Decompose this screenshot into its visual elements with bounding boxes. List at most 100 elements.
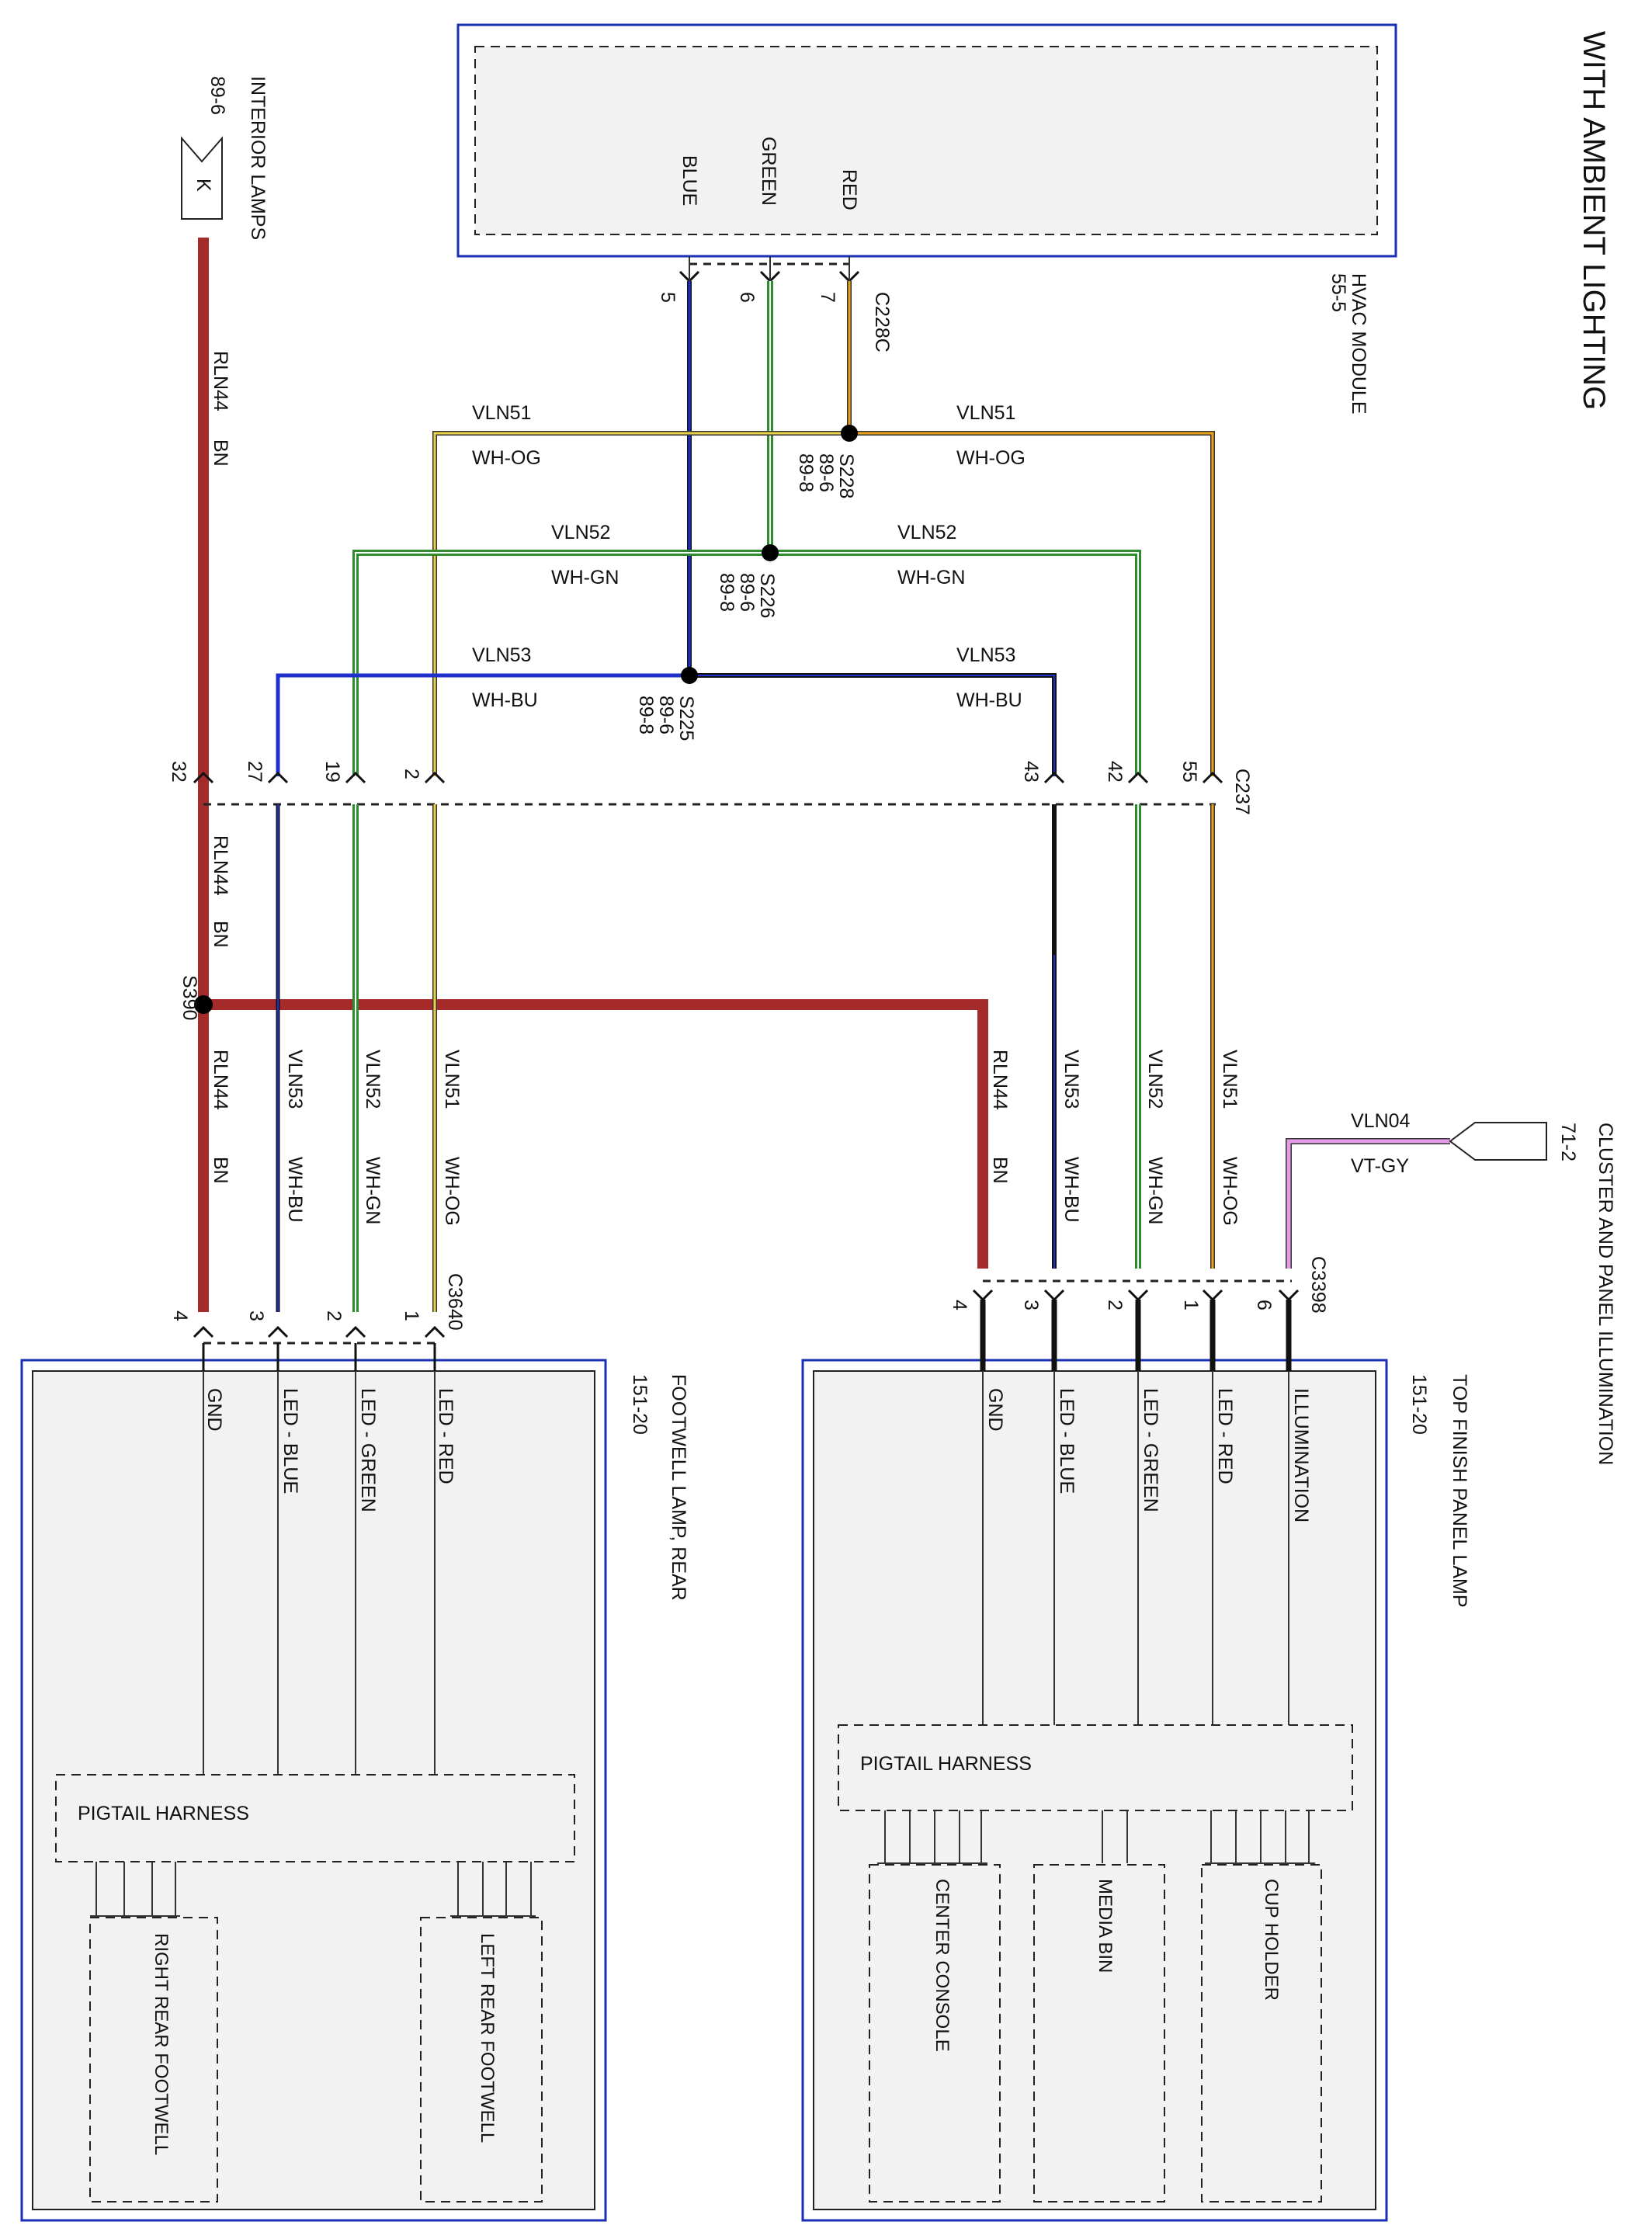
right-vln53-circuit: VLN53 <box>1060 1050 1082 1109</box>
footwell-lamp-rear: GND LED - BLUE LED - GREEN LED - RED PIG… <box>20 1343 689 2222</box>
media-bin-label: MEDIA BIN <box>1095 1879 1116 1973</box>
c237-pin-27: 27 <box>244 761 266 783</box>
topfinish-pin-red: LED - RED <box>1214 1388 1236 1484</box>
interior-lamps-connector: K INTERIOR LAMPS 89-6 <box>181 76 269 240</box>
rln44-top-color: BN <box>210 439 231 467</box>
rln44-mid-color: BN <box>210 921 231 948</box>
wire-vln51-bus <box>432 431 1215 776</box>
topfinish-pigtail-harness <box>838 1724 1353 1811</box>
topfinish-pin-green: LED - GREEN <box>1140 1388 1161 1512</box>
vln53-right-color: WH-BU <box>956 689 1022 711</box>
vln51-left-circuit: VLN51 <box>472 402 531 424</box>
connector-c228c: 5 6 7 C228C <box>657 256 893 352</box>
s225-name: S225 <box>675 696 697 741</box>
cup-holder <box>1201 1864 1322 2203</box>
vln52-right-circuit: VLN52 <box>897 522 956 543</box>
rln44-right-circuit: RLN44 <box>989 1050 1011 1110</box>
rln44-low-color: BN <box>210 1157 231 1184</box>
wires-left-branch <box>276 804 437 1312</box>
cluster-ref: 71-2 <box>1557 1123 1579 1161</box>
s390-name: S390 <box>179 975 200 1020</box>
left-vln52-circuit: VLN52 <box>362 1050 384 1109</box>
footwell-pin-blue: LED - BLUE <box>279 1388 301 1494</box>
footwell-harness-label: PIGTAIL HARNESS <box>78 1803 249 1824</box>
s225-ref1: 89-6 <box>655 696 677 734</box>
c3640-label: C3640 <box>444 1273 466 1331</box>
cluster-illumination-connector: CLUSTER AND PANEL ILLUMINATION 71-2 <box>1449 1122 1616 1465</box>
splice-s228 <box>841 425 858 442</box>
topfinish-lamp-ref: 151-20 <box>1408 1374 1430 1435</box>
diagram-title: WITH AMBIENT LIGHTING <box>1577 31 1611 410</box>
vln51-right-circuit: VLN51 <box>956 402 1015 424</box>
c237-pin-55: 55 <box>1178 761 1200 783</box>
s226-ref1: 89-6 <box>736 573 758 612</box>
c3640-pin-1: 1 <box>401 1310 422 1321</box>
top-finish-panel-lamp: GND LED - BLUE LED - GREEN LED - RED ILL… <box>801 1300 1470 2222</box>
c3398-label: C3398 <box>1307 1256 1329 1314</box>
s226-name: S226 <box>756 573 778 618</box>
vln52-right-color: WH-GN <box>897 567 965 588</box>
right-vln51-color: WH-OG <box>1219 1157 1241 1226</box>
c228c-pin-7: 7 <box>817 292 838 303</box>
hvac-module: BLUE GREEN RED HVAC MODULE 55-5 <box>456 23 1397 415</box>
vln53-left-circuit: VLN53 <box>472 644 531 666</box>
left-rear-footwell-label: LEFT REAR FOOTWELL <box>477 1933 498 2143</box>
left-vln53-circuit: VLN53 <box>284 1050 306 1109</box>
c237-pin-2: 2 <box>401 769 422 779</box>
wire-vln52-bus <box>352 550 1141 776</box>
s228-ref1: 89-6 <box>815 453 837 492</box>
c237-label: C237 <box>1231 769 1253 815</box>
topfinish-pin-blue: LED - BLUE <box>1056 1388 1078 1494</box>
footwell-pin-green: LED - GREEN <box>357 1388 379 1512</box>
wires-right-branch <box>1052 804 1450 1269</box>
hvac-pin-red: RED <box>838 169 860 210</box>
footwell-pigtail-harness <box>55 1774 575 1862</box>
right-rear-footwell-label: RIGHT REAR FOOTWELL <box>151 1933 172 2155</box>
c237-pin-32: 32 <box>168 761 189 783</box>
center-console <box>869 1864 1001 2203</box>
footwell-pin-red: LED - RED <box>435 1388 456 1484</box>
splice-s390 <box>194 995 213 1014</box>
s226-ref2: 89-8 <box>716 573 738 612</box>
c3398-pin-1: 1 <box>1180 1300 1202 1310</box>
hvac-pin-green: GREEN <box>758 137 779 206</box>
c3398-pin-6: 6 <box>1253 1300 1275 1310</box>
center-console-label: CENTER CONSOLE <box>932 1879 953 2052</box>
left-rear-footwell <box>420 1917 543 2203</box>
vln52-left-color: WH-GN <box>551 567 619 588</box>
vln51-left-color: WH-OG <box>472 447 541 469</box>
hvac-pin-blue: BLUE <box>678 155 700 206</box>
rln44-top-circuit: RLN44 <box>210 351 231 411</box>
topfinish-harness-label: PIGTAIL HARNESS <box>860 1753 1032 1775</box>
c3640-pin-4: 4 <box>169 1310 191 1321</box>
left-vln53-color: WH-BU <box>284 1157 306 1223</box>
c237-pin-42: 42 <box>1104 761 1126 783</box>
topfinish-pin-illumination: ILLUMINATION <box>1290 1388 1312 1522</box>
hvac-module-ref: 55-5 <box>1328 273 1349 312</box>
vln51-right-color: WH-OG <box>956 447 1026 469</box>
c237-pin-43: 43 <box>1020 761 1042 783</box>
splice-s226 <box>762 544 779 561</box>
footwell-pin-gnd: GND <box>203 1388 225 1432</box>
connector-c3640: 4 3 2 1 C3640 <box>169 1273 466 1345</box>
c3640-pin-2: 2 <box>323 1310 345 1321</box>
interior-lamps-name: INTERIOR LAMPS <box>247 76 269 240</box>
c3398-pin-2: 2 <box>1104 1300 1126 1310</box>
footwell-lamp-ref: 151-20 <box>629 1374 651 1435</box>
c228c-label: C228C <box>871 292 893 352</box>
left-vln51-circuit: VLN51 <box>441 1050 463 1109</box>
rln44-right-color: BN <box>989 1157 1011 1184</box>
s228-name: S228 <box>835 453 857 498</box>
c3398-pin-3: 3 <box>1020 1300 1042 1310</box>
cluster-name: CLUSTER AND PANEL ILLUMINATION <box>1595 1123 1616 1465</box>
right-vln52-circuit: VLN52 <box>1144 1050 1166 1109</box>
vln53-right-circuit: VLN53 <box>956 644 1015 666</box>
interior-lamps-ref: 89-6 <box>206 76 228 115</box>
vln04-color: VT-GY <box>1351 1155 1409 1177</box>
right-vln52-color: WH-GN <box>1144 1157 1166 1224</box>
c3640-pin-3: 3 <box>245 1310 267 1321</box>
vln04-circuit: VLN04 <box>1351 1110 1411 1132</box>
left-vln52-color: WH-GN <box>362 1157 384 1224</box>
connector-c237: 32 27 19 2 43 42 55 C237 <box>168 761 1253 815</box>
